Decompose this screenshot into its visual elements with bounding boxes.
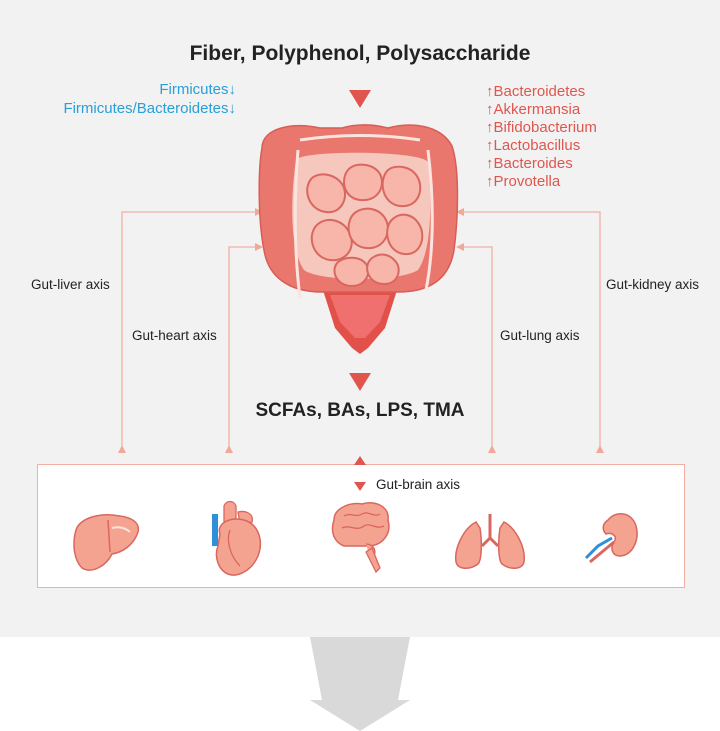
decrease-label-1: Firmicutes↓	[159, 81, 236, 98]
brain-icon	[331, 502, 390, 574]
gut-lung-axis-label: Gut-lung axis	[500, 328, 580, 343]
gut-kidney-axis-label: Gut-kidney axis	[606, 277, 700, 292]
gut-liver-connector	[118, 208, 263, 453]
gut-brain-axis-label: Gut-brain axis	[376, 477, 461, 492]
down-arrow-icon	[354, 482, 366, 491]
down-arrow-icon	[349, 373, 371, 391]
metabolites-label: SCFAs, BAs, LPS, TMA	[255, 400, 465, 421]
input-title: Fiber, Polyphenol, Polysaccharide	[189, 42, 531, 65]
heart-icon	[212, 500, 262, 576]
down-arrow-icon	[349, 90, 371, 108]
increase-item: ↑Akkermansia	[486, 101, 581, 118]
increase-item: ↑Bacteroidetes	[486, 83, 586, 100]
down-arrow-icon	[310, 637, 410, 731]
increase-item: ↑Bacteroides	[486, 155, 573, 172]
gut-heart-axis-label: Gut-heart axis	[132, 328, 217, 343]
increase-item: ↑Provotella	[486, 173, 561, 190]
gut-kidney-connector	[456, 208, 604, 453]
increase-item: ↑Lactobacillus	[486, 137, 581, 154]
increase-item: ↑Bifidobacterium	[486, 119, 597, 136]
increase-list: ↑Bacteroidetes ↑Akkermansia ↑Bifidobacte…	[486, 83, 597, 191]
gut-heart-connector	[225, 243, 263, 453]
lungs-icon	[455, 514, 525, 569]
gut-liver-axis-label: Gut-liver axis	[31, 277, 110, 292]
up-arrow-icon	[354, 456, 366, 465]
kidney-icon	[584, 513, 638, 564]
liver-icon	[73, 514, 140, 571]
intestine-icon	[258, 124, 459, 354]
decrease-label-2: Firmicutes/Bacteroidetes↓	[63, 100, 236, 117]
